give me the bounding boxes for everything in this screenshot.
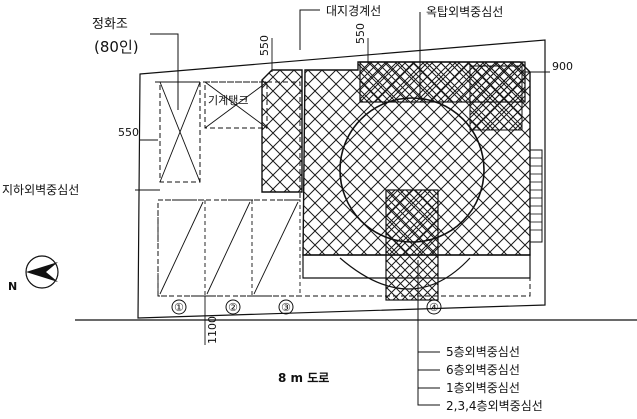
site-boundary-outline: [137, 39, 546, 319]
machine-tank-cross-b: [204, 81, 268, 129]
parking-diagonal-3: [253, 201, 299, 295]
leader-septic: [150, 33, 179, 110]
parking-frame: [157, 199, 301, 297]
label-wall-5f: 5층외벽중심선: [446, 345, 520, 359]
label-basement-wall: 지하외벽중심선: [2, 183, 79, 197]
label-wall-234f: 2,3,4층외벽중심선: [446, 399, 543, 413]
label-site-boundary: 대지경계선: [326, 4, 381, 18]
parking-diagonal-2: [206, 201, 251, 295]
dim-left: 550: [118, 126, 139, 139]
label-road: 8 m 도로: [278, 371, 329, 385]
label-wall-6f: 6층외벽중심선: [446, 363, 520, 377]
label-septic-tank: 정화조: [92, 17, 128, 32]
parking-diagonal-1: [159, 201, 204, 295]
parking-number-2: ②: [228, 301, 238, 314]
corner-feature-hatched: [469, 65, 523, 131]
parking-number-3: ③: [281, 301, 291, 314]
leader-wall-lines: [417, 260, 440, 406]
septic-tank-box: [159, 81, 201, 183]
central-shaft-hatched: [385, 189, 439, 301]
leader-site-boundary: [299, 9, 320, 50]
parking-number-1: ①: [174, 301, 184, 314]
dim-top-left: 550: [258, 35, 271, 56]
label-machine-tank: 기계탱크: [208, 94, 248, 107]
parking-number-4: ④: [429, 301, 439, 314]
left-wing-hatched: [261, 69, 303, 193]
label-wall-1f: 1층외벽중심선: [446, 381, 520, 395]
stair-treads: [530, 157, 542, 231]
label-rooftop-wall: 옥탑외벽중심선: [426, 5, 503, 19]
dim-top-right: 550: [354, 23, 367, 44]
dim-road: 1100: [206, 316, 219, 344]
north-arrow-icon: [25, 255, 59, 289]
septic-tank-cross-b: [159, 81, 201, 183]
ground-slab-outline: [302, 254, 531, 279]
label-septic-capacity: (80인): [94, 38, 139, 56]
stair-outline: [529, 149, 543, 243]
dim-right: 900: [552, 60, 573, 73]
label-north: N: [8, 280, 17, 293]
parking-number-markers: [171, 299, 442, 315]
